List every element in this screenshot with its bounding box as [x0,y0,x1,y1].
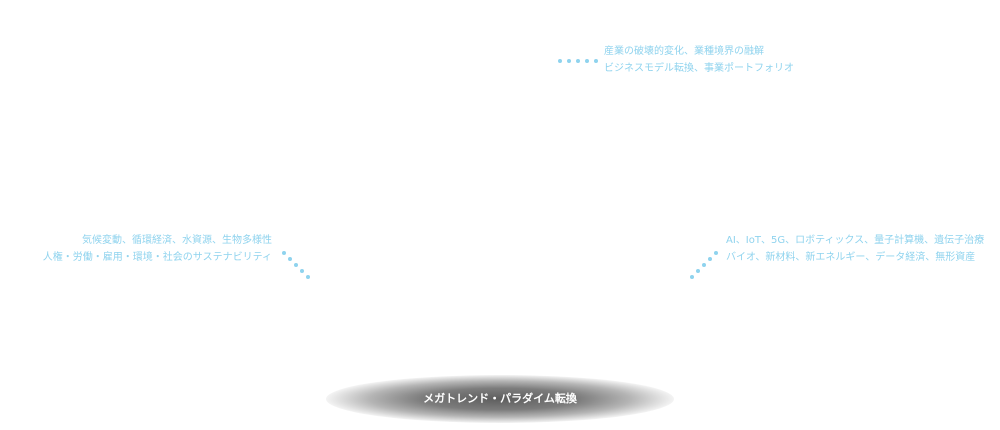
megatrend-label: メガトレンド・パラダイム転換 [423,392,577,405]
connector-dots-top [558,59,598,63]
connector-dot [558,59,562,63]
connector-dots-right [690,251,718,279]
callout-left: 気候変動、循環経済、水資源、生物多様性 人権・労働・雇用・環境・社会のサステナビ… [43,232,272,266]
callout-top-line1: 産業の破壊的変化、業種境界の融解 [604,46,764,57]
connector-dot [696,269,700,273]
connector-dot [282,251,286,255]
callout-right-line1: AI、IoT、5G、ロボティックス、量子計算機、遺伝子治療 [726,235,985,246]
callout-right-line2: バイオ、新材料、新エネルギー、データ経済、無形資産 [726,252,976,263]
callout-left-line2: 人権・労働・雇用・環境・社会のサステナビリティ [42,252,272,263]
connector-dot [300,269,304,273]
callout-top-line2: ビジネスモデル転換、事業ポートフォリオ [604,63,794,74]
connector-dot [594,59,598,63]
callout-right: AI、IoT、5G、ロボティックス、量子計算機、遺伝子治療 バイオ、新材料、新エ… [726,232,984,266]
callout-top: 産業の破壊的変化、業種境界の融解 ビジネスモデル転換、事業ポートフォリオ [604,43,794,77]
connector-dot [708,257,712,261]
connector-dot [714,251,718,255]
connector-dot [306,275,310,279]
connector-dot [585,59,589,63]
connector-dot [702,263,706,267]
ellipse-gradient-shape [326,375,674,423]
megatrend-ellipse: メガトレンド・パラダイム転換 [326,375,674,423]
connector-dot [576,59,580,63]
callout-left-line1: 気候変動、循環経済、水資源、生物多様性 [82,235,272,246]
connector-dot [288,257,292,261]
connector-dot [567,59,571,63]
connector-dot [690,275,694,279]
connector-dots-left [282,251,310,279]
connector-dot [294,263,298,267]
